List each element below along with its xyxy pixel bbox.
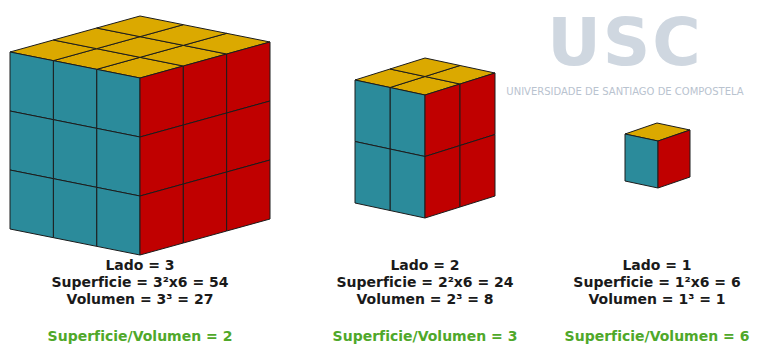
ratio-label: Superficie/Volumen = 3 [333,328,518,345]
watermark: UNIVERSIDADE DE SANTIAGO DE COMPOSTELA [506,86,743,98]
cube-left-face [97,128,140,196]
cube-left-face [390,149,425,218]
cube-right-face [183,172,226,243]
cube-right-face [227,160,270,231]
cube-left-face [53,120,96,188]
surface-label: Superficie = 1²x6 = 6 [573,274,740,291]
cube-top-face [97,16,184,37]
cube-left-face [625,134,658,188]
volume-label: Volumen = 2³ = 8 [356,291,493,308]
cube-right-face [425,84,460,157]
cube-left-face [10,170,53,238]
cube-left-face [390,88,425,157]
volume-label: Volumen = 3³ = 27 [67,291,214,308]
side-label: Lado = 1 [622,257,691,274]
cube-left-face [53,61,96,129]
cube-right-face [460,135,495,208]
cube-top-face [390,58,460,77]
cube-right-face [140,184,183,255]
surface-label: Superficie = 3²x6 = 54 [51,274,228,291]
cube-left-face [355,142,390,211]
watermark: USC [547,8,703,78]
cube-left-face [10,111,53,179]
cube [355,58,495,218]
cube-right-face [425,146,460,219]
cube [625,123,690,188]
cube-left-face [53,179,96,247]
side-label: Lado = 2 [390,257,459,274]
cube-left-face [97,187,140,255]
cube-left-face [355,80,390,149]
volume-label: Volumen = 1³ = 1 [588,291,725,308]
ratio-label: Superficie/Volumen = 2 [48,328,233,345]
ratio-label: Superficie/Volumen = 6 [565,328,750,345]
cube-left-face [97,69,140,137]
cube [10,16,270,255]
cube-left-face [10,52,53,120]
cube-right-face [658,130,690,188]
cube-right-face [460,73,495,146]
surface-label: Superficie = 2²x6 = 24 [336,274,513,291]
side-label: Lado = 3 [105,257,174,274]
